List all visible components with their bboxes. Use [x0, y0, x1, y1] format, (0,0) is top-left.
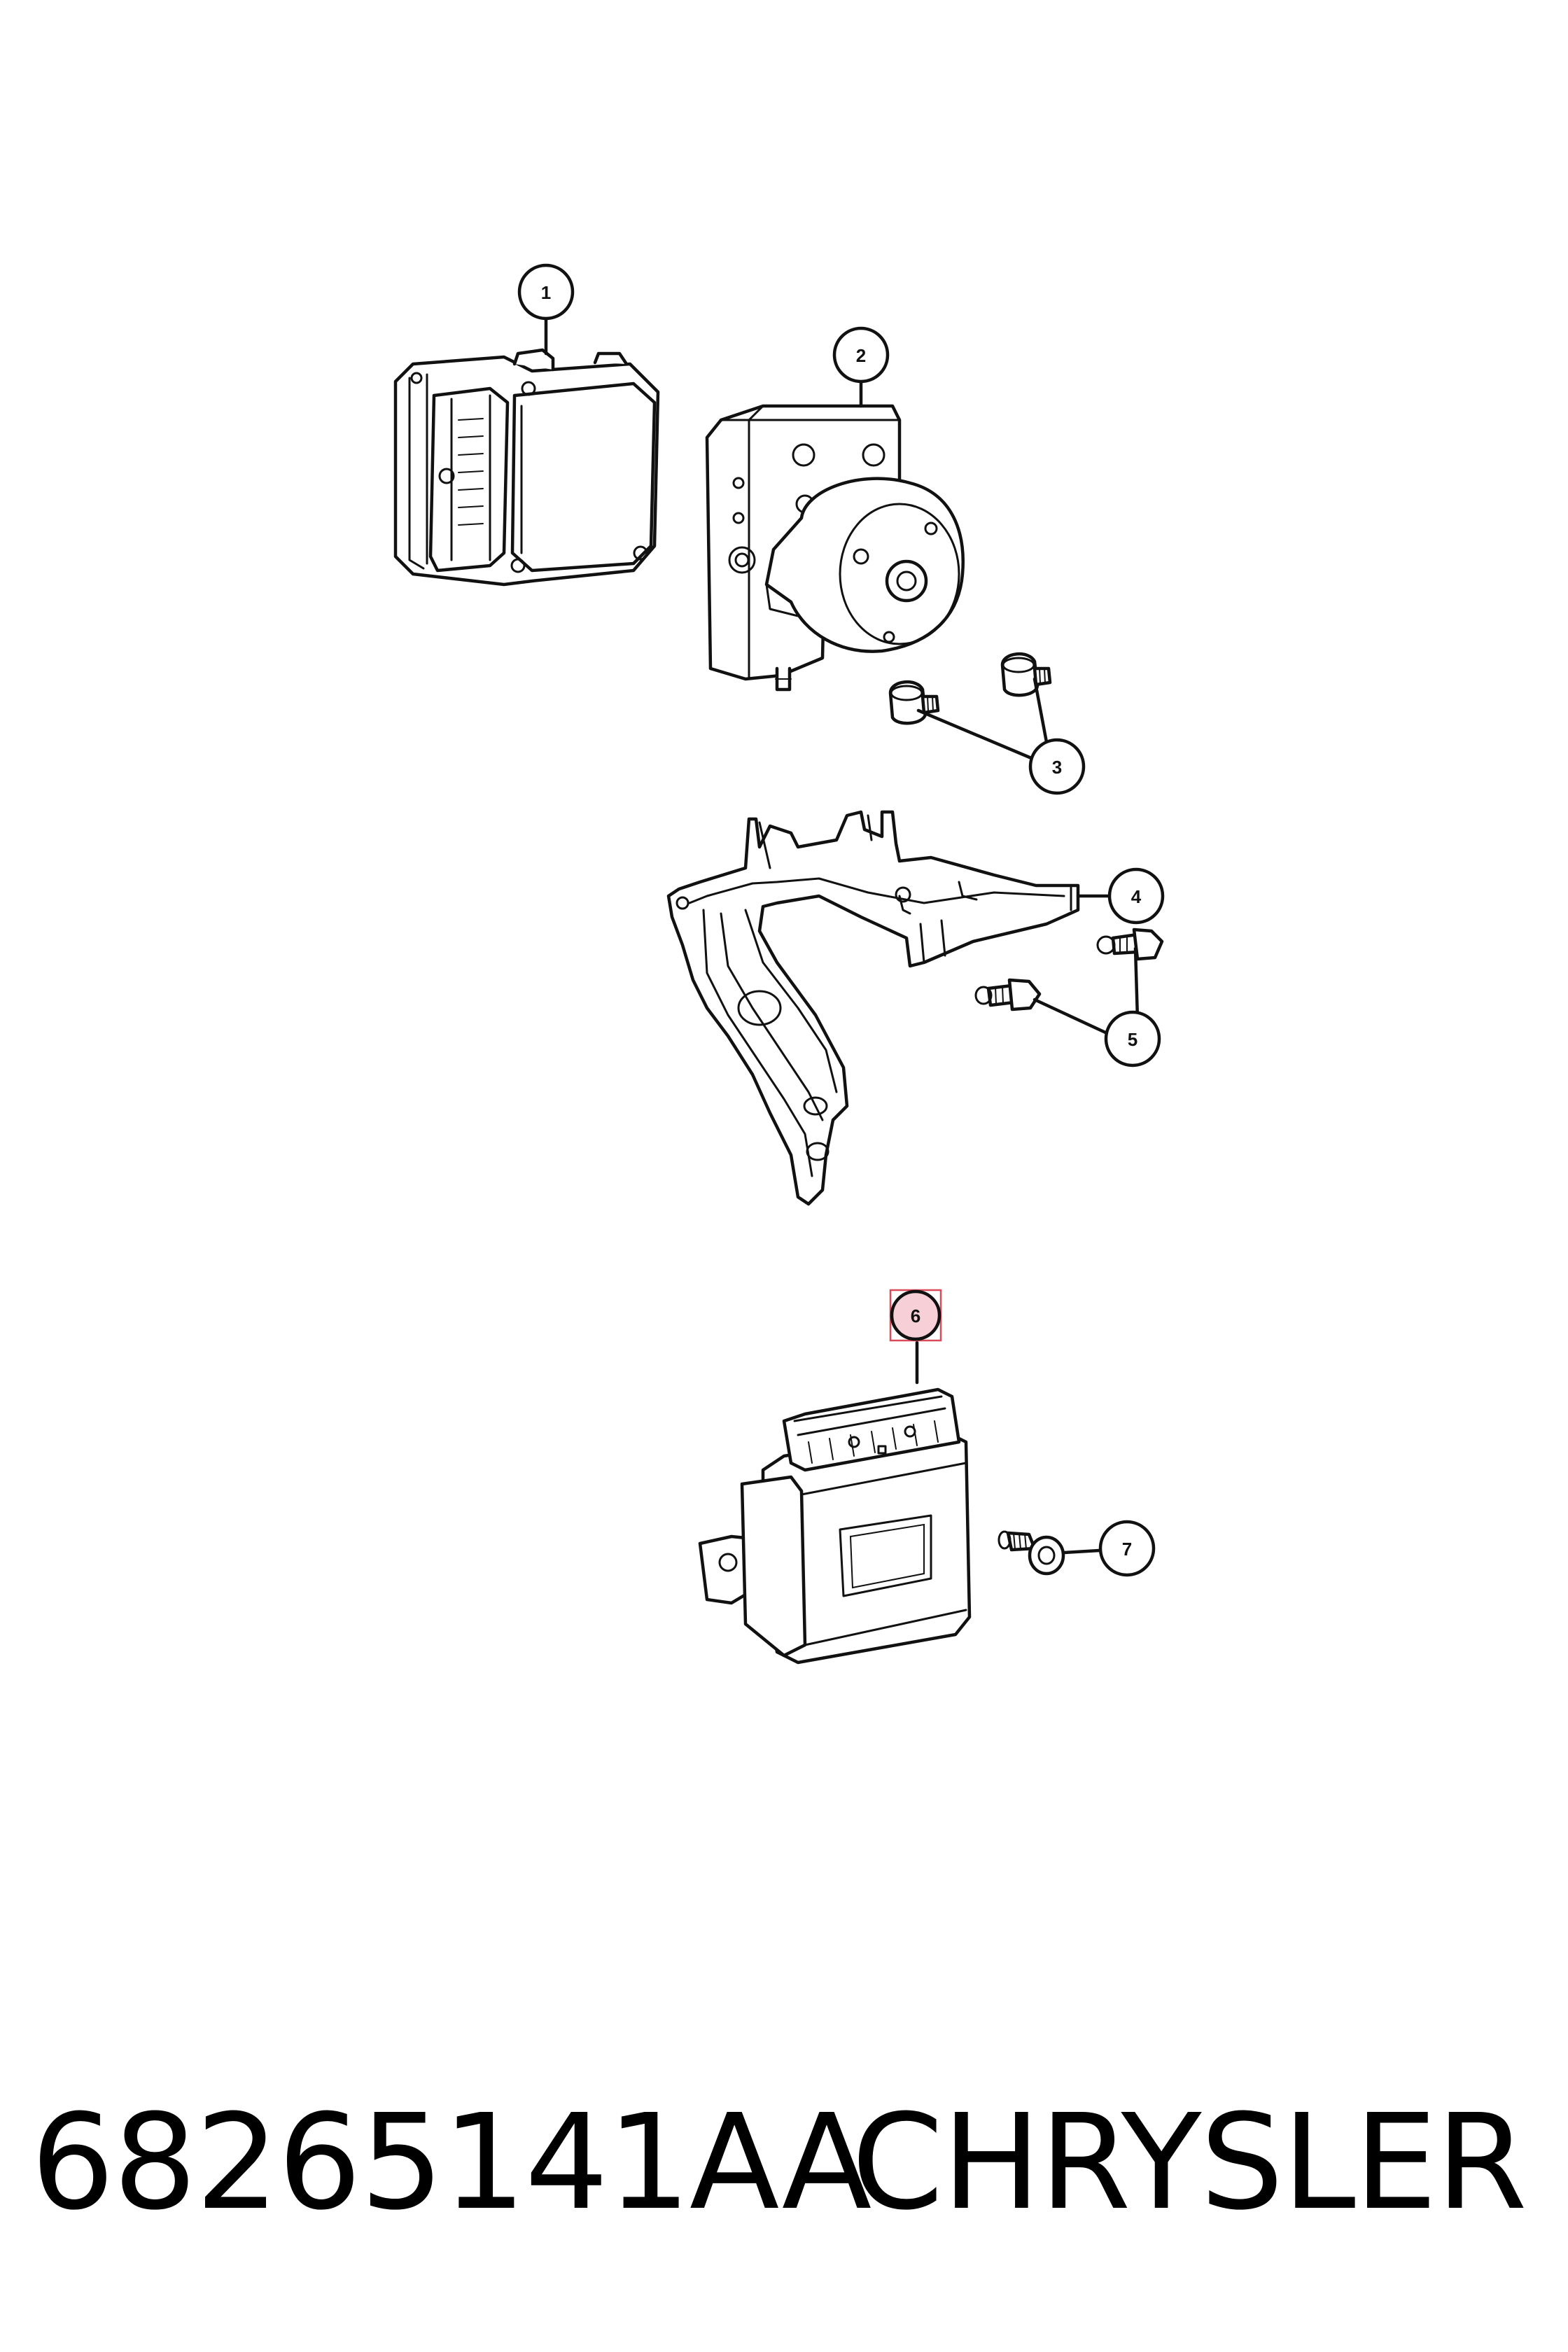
bolts-part-5 [974, 927, 1164, 1011]
callout-2-label: 2 [856, 345, 866, 366]
callout-4-label: 4 [1131, 886, 1142, 907]
callout-7-label: 7 [1122, 1539, 1132, 1560]
callout-3: 3 [1028, 738, 1086, 795]
bolt-upper [1096, 927, 1164, 961]
abs-control-module-part-1 [393, 348, 660, 587]
part-number: 68265141AA [31, 2086, 872, 2239]
callout-7: 7 [1098, 1520, 1156, 1577]
callout-6-label: 6 [911, 1306, 920, 1326]
callout-2: 2 [832, 326, 890, 384]
nut-right [1000, 652, 1052, 697]
callout-4: 4 [1107, 867, 1165, 925]
callout-1: 1 [517, 263, 575, 321]
leader-lines [544, 316, 1140, 1555]
screw-part-7 [997, 1530, 1065, 1576]
brand-name: CHRYSLER [851, 2086, 1527, 2239]
callout-5: 5 [1104, 1010, 1161, 1068]
callout-3-label: 3 [1052, 757, 1062, 778]
callout-5-label: 5 [1128, 1029, 1138, 1050]
callout-6-highlighted[interactable]: 6 [889, 1289, 942, 1342]
hydraulic-control-unit-part-2 [705, 404, 965, 692]
nuts-part-3 [888, 652, 1052, 725]
bracket-part-4 [666, 810, 1080, 1206]
callout-1-label: 1 [541, 282, 551, 303]
footer: 68265141AA CHRYSLER [0, 2086, 1568, 2240]
bolt-lower [974, 978, 1042, 1011]
electronic-module-part-6 [698, 1387, 972, 1665]
